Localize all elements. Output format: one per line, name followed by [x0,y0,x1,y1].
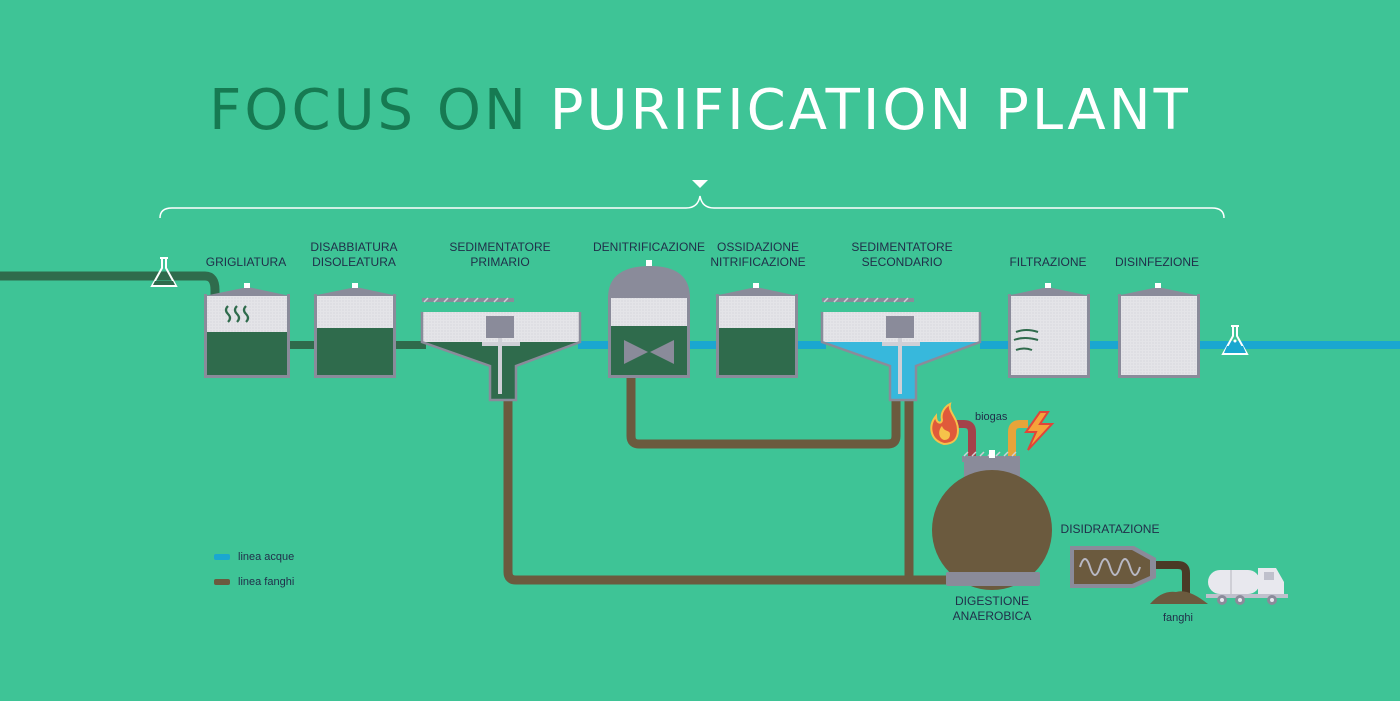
label-fanghi: fanghi [1163,612,1193,624]
sludge-pile [1150,591,1208,604]
label-grigliatura: GRIGLIATURA [205,255,287,269]
tank-disinfezione [1116,283,1200,378]
tank-disabbiatura [312,283,398,378]
chevron-down-icon [692,180,708,188]
fire-icon [930,402,960,446]
legend-swatch [214,579,230,585]
label-disabbiatura: DISABBIATURA DISOLEATURA [310,240,398,269]
title-part-2: PURIFICATION PLANT [549,78,1191,143]
label-sedimentatore-primario: SEDIMENTATORE PRIMARIO [449,240,551,269]
sludge-line [1150,561,1190,594]
connector-pipe [288,341,318,349]
water-pipe [1088,341,1120,349]
label-denitrificazione: DENITRIFICAZIONE [592,240,705,254]
flask-icon [150,257,178,287]
label-disinfezione: DISINFEZIONE [1114,255,1199,269]
dehydration-unit [1070,546,1156,588]
label-ossidazione: OSSIDAZIONE NITRIFICAZIONE [710,240,806,269]
water-pipe [688,341,720,349]
tank-sedimentatore-secondario [820,297,982,402]
top-bracket [159,195,1225,219]
recirculation-line [626,376,901,449]
flask-icon [1221,325,1249,355]
water-pipe [578,341,612,349]
inlet-pipe [0,271,220,300]
connector-pipe [396,341,426,349]
legend-swatch [214,554,230,560]
lightning-icon [1024,411,1055,451]
label-disidratazione: DISIDRATAZIONE [1060,522,1160,536]
tank-grigliatura [204,283,290,378]
biogas-pipe [1008,420,1028,462]
water-pipe [796,341,826,349]
label-biogas: biogas [975,411,1008,423]
label-digestione: DIGESTIONE ANAEROBICA [952,594,1032,623]
title-part-1: FOCUS ON [209,78,529,143]
legend-label: linea acque [238,551,295,563]
tank-sedimentatore-primario [420,297,582,402]
legend-item-sludge: linea fanghi [214,576,294,588]
anaerobic-digester [932,450,1052,590]
biogas-pipe [955,420,976,462]
truck-icon [1206,568,1288,605]
legend-label: linea fanghi [238,576,295,588]
label-filtrazione: FILTRAZIONE [1009,255,1087,269]
legend-item-water: linea acque [214,551,294,563]
water-pipe [980,341,1010,349]
sludge-line [503,400,948,585]
tank-filtrazione [1006,283,1090,378]
tank-ossidazione [714,283,798,378]
outlet-pipe [1198,341,1400,349]
page-title: FOCUS ON PURIFICATION PLANT [0,78,1400,143]
tank-denitrificazione [608,260,690,378]
label-sedimentatore-secondario: SEDIMENTATORE SECONDARIO [851,240,953,269]
